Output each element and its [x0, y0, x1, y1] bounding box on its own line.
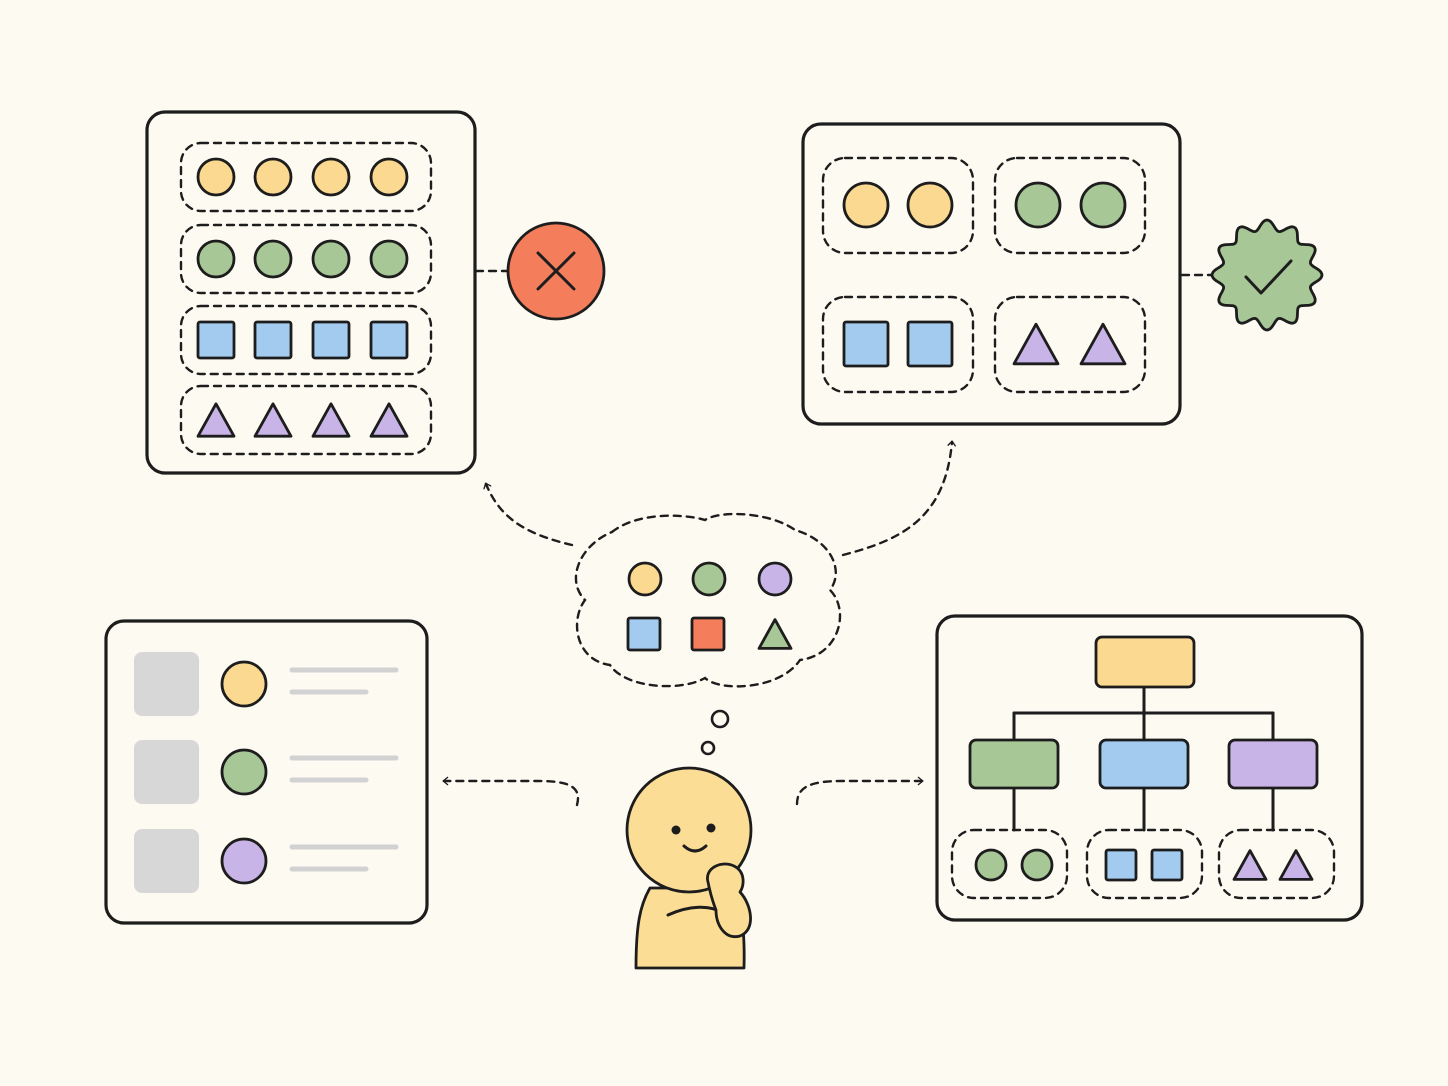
arrow-to-list-layout — [442, 776, 580, 807]
person-eye-right — [706, 823, 716, 833]
rejected-layout-panel — [145, 110, 477, 475]
arrow-to-approved-layout — [841, 440, 956, 557]
rejected-circle-yellow — [369, 157, 409, 197]
bubble-square-blue — [626, 616, 662, 652]
rejected-circle-green — [311, 239, 351, 279]
rejected-row-group — [179, 304, 433, 376]
rejected-square-blue — [196, 320, 236, 360]
tree-leaf-triangle-purple — [1232, 849, 1268, 881]
approved-group — [821, 156, 975, 255]
bubble-square-orange — [690, 616, 726, 652]
person-head — [625, 766, 753, 894]
tree-leaf-circle-green — [1020, 848, 1054, 882]
approved-triangle-purple — [1079, 322, 1127, 366]
person-smile — [682, 844, 708, 853]
rejected-circle-yellow — [196, 157, 236, 197]
list-item-circle-yellow — [220, 660, 268, 708]
rejected-triangle-purple — [196, 402, 236, 438]
list-thumbnail — [134, 829, 199, 893]
rejected-triangle-purple — [253, 402, 293, 438]
approved-square-blue — [906, 320, 954, 368]
arrow-to-rejected-layout — [483, 482, 574, 547]
approved-square-blue — [842, 320, 890, 368]
tree-layout-panel — [935, 614, 1364, 922]
approved-circle-green — [1014, 181, 1062, 229]
rejected-square-blue — [253, 320, 293, 360]
x-icon — [536, 251, 576, 291]
rejected-circle-yellow — [253, 157, 293, 197]
thought-cloud — [574, 512, 842, 688]
approved-layout-panel — [801, 122, 1182, 426]
approved-group — [821, 295, 975, 394]
approved-group — [993, 156, 1147, 255]
rejected-row-group — [179, 384, 433, 456]
bubble-triangle-green — [757, 618, 793, 650]
rejected-circle-yellow — [311, 157, 351, 197]
tree-leaf-group — [950, 828, 1069, 900]
tree-branch-node-purple — [1227, 738, 1319, 790]
rejected-square-blue — [311, 320, 351, 360]
thinking-person — [625, 766, 753, 970]
list-item-circle-green — [220, 748, 268, 796]
bubble-circle-green — [691, 561, 727, 597]
approved-circle-yellow — [906, 181, 954, 229]
list-thumbnail — [134, 652, 199, 716]
tree-leaf-square-blue — [1104, 848, 1138, 882]
list-layout-panel — [104, 619, 429, 925]
thought-dot-small — [700, 740, 716, 756]
rejected-circle-green — [196, 239, 236, 279]
list-thumbnail — [134, 740, 199, 804]
checkmark-icon — [1244, 259, 1293, 295]
approved-circle-yellow — [842, 181, 890, 229]
approved-triangle-purple — [1012, 322, 1060, 366]
list-item-circle-purple — [220, 837, 268, 885]
approved-circle-green — [1079, 181, 1127, 229]
person-hand — [706, 862, 752, 939]
rejected-triangle-purple — [311, 402, 351, 438]
person-eye-left — [671, 825, 681, 835]
approved-badge — [1210, 218, 1324, 332]
rejected-badge — [506, 221, 606, 321]
rejected-triangle-purple — [369, 402, 409, 438]
rejected-circle-green — [253, 239, 293, 279]
tree-leaf-group — [1085, 828, 1204, 900]
thought-dot-large — [710, 709, 730, 729]
rejected-row-group — [179, 223, 433, 295]
thought-bubble-icon — [574, 512, 842, 756]
bubble-circle-yellow — [627, 561, 663, 597]
tree-leaf-square-blue — [1150, 848, 1184, 882]
tree-branch-node-green — [968, 738, 1060, 790]
tree-leaf-group — [1217, 828, 1336, 900]
tree-root-node — [1094, 635, 1196, 689]
rejected-circle-green — [369, 239, 409, 279]
bubble-circle-purple — [757, 561, 793, 597]
tree-leaf-circle-green — [974, 848, 1008, 882]
tree-leaf-triangle-purple — [1278, 849, 1314, 881]
approved-group — [993, 295, 1147, 394]
rejected-square-blue — [369, 320, 409, 360]
arrow-to-tree-layout — [795, 776, 924, 806]
tree-branch-node-blue — [1098, 738, 1190, 790]
rejected-row-group — [179, 141, 433, 213]
